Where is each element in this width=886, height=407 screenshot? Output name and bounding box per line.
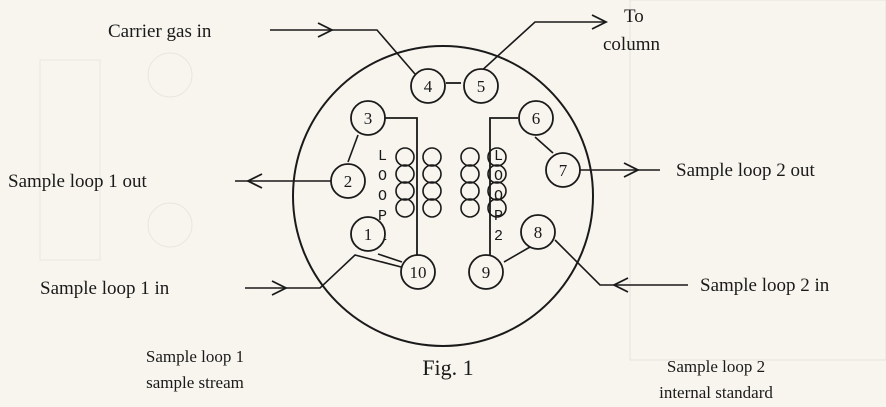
loop-2-letter-p: P	[494, 208, 503, 225]
figure-label: Fig. 1	[422, 355, 473, 380]
svg-text:4: 4	[424, 77, 433, 96]
loop-2-letters: L O O P 2	[494, 148, 503, 245]
svg-text:1: 1	[364, 225, 373, 244]
carrier-gas-in-label: Carrier gas in	[108, 21, 212, 42]
valve-body	[292, 45, 594, 347]
ports: 4 5 3 6 2 7 1 8	[330, 68, 581, 290]
loop-2-letter-o2: O	[494, 188, 503, 205]
port-7: 7	[545, 152, 581, 188]
background-bleed-through	[39, 0, 886, 361]
port-3: 3	[350, 100, 386, 136]
svg-text:10: 10	[410, 263, 427, 282]
loop-1-coils	[395, 147, 442, 218]
svg-text:7: 7	[559, 161, 568, 180]
loop-1-letter-o1: O	[378, 168, 387, 185]
port-5: 5	[463, 68, 499, 104]
sample-loop-1-in-label: Sample loop 1 in	[40, 278, 170, 299]
external-lines	[235, 21, 688, 289]
loop-2-letter-l: L	[494, 148, 503, 165]
internal-connections	[385, 82, 518, 258]
svg-text:3: 3	[364, 109, 373, 128]
port-6: 6	[518, 100, 554, 136]
caption-loop-1-line1: Sample loop 1	[146, 347, 244, 366]
svg-text:6: 6	[532, 109, 541, 128]
loop-2-letter-2: 2	[494, 228, 503, 245]
caption-loop-1-line2: sample stream	[146, 373, 244, 392]
port-1: 1	[350, 216, 386, 252]
port-10: 10	[400, 254, 436, 290]
svg-text:2: 2	[344, 172, 353, 191]
loop-2-coils	[460, 147, 507, 218]
port-4: 4	[410, 68, 446, 104]
svg-text:5: 5	[477, 77, 486, 96]
loop-1-letter-o2: O	[378, 188, 387, 205]
arrow-heads	[245, 14, 641, 296]
port-2: 2	[330, 163, 366, 199]
sample-loop-1-out-label: Sample loop 1 out	[8, 171, 148, 192]
to-column-label-line1: To	[624, 6, 644, 27]
loop-2-letter-o1: O	[494, 168, 503, 185]
caption-loop-2-line2: internal standard	[659, 383, 773, 402]
port-9: 9	[468, 254, 504, 290]
svg-text:9: 9	[482, 263, 491, 282]
loop-1-letter-l: L	[378, 148, 387, 165]
caption-loop-2-line1: Sample loop 2	[667, 357, 765, 376]
sample-loop-2-out-label: Sample loop 2 out	[676, 160, 816, 181]
to-column-label-line2: column	[603, 34, 660, 55]
svg-text:8: 8	[534, 223, 543, 242]
port-8: 8	[520, 214, 556, 250]
loop-1-letter-p: P	[378, 208, 387, 225]
sample-loop-2-in-label: Sample loop 2 in	[700, 275, 830, 296]
port-loop-links	[347, 134, 554, 263]
